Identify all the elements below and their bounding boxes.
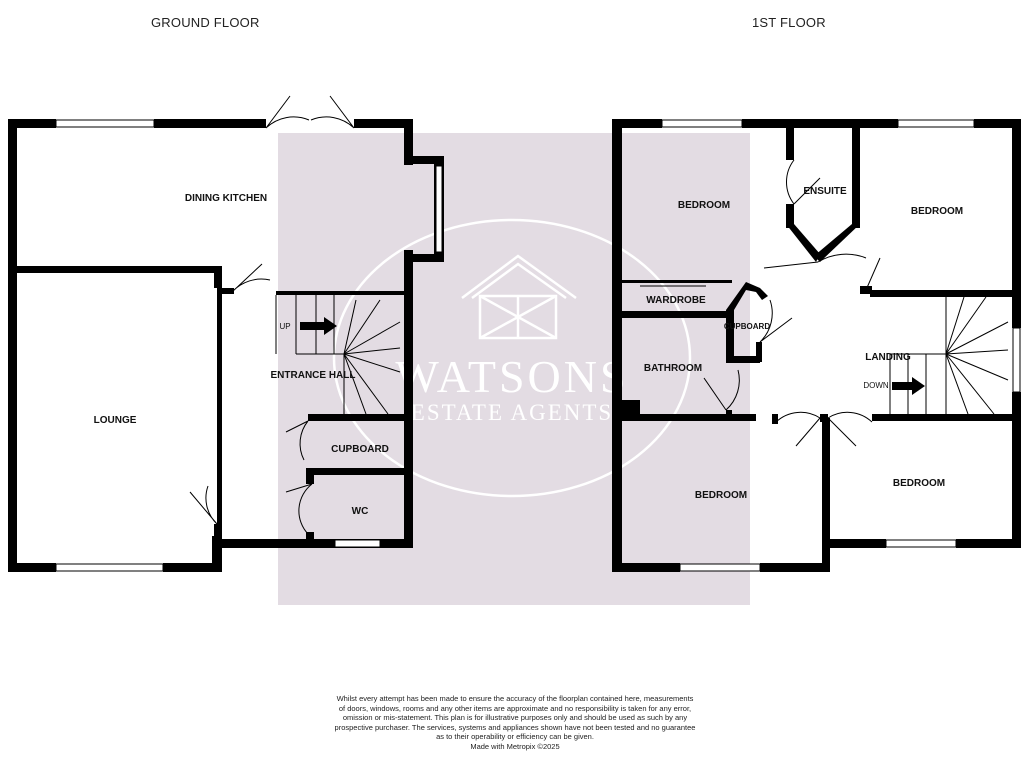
disclaimer: Whilst every attempt has been made to en… bbox=[300, 694, 730, 752]
room-label-wc: WC bbox=[352, 506, 369, 517]
room-label-entrance-hall: ENTRANCE HALL bbox=[271, 370, 356, 381]
cupboard-walls bbox=[726, 282, 793, 363]
door-swing bbox=[285, 420, 309, 461]
window bbox=[55, 563, 164, 572]
wall bbox=[612, 119, 662, 128]
wall bbox=[306, 470, 314, 484]
wall bbox=[154, 119, 266, 128]
ground-floor-title: GROUND FLOOR bbox=[151, 15, 260, 30]
disclaimer-line: Made with Metropix ©2025 bbox=[470, 741, 560, 751]
ground-floor-plan: DINING KITCHEN LOUNGE ENTRANCE HALL CUPB… bbox=[8, 95, 444, 572]
wall bbox=[956, 539, 1021, 548]
window bbox=[55, 119, 155, 128]
disclaimer-line: of doors, windows, rooms and any other i… bbox=[338, 703, 692, 713]
wall bbox=[306, 468, 413, 475]
room-label-bedroom-4: BEDROOM bbox=[893, 478, 945, 489]
room-label-ensuite: ENSUITE bbox=[803, 186, 847, 197]
wall bbox=[212, 536, 222, 572]
room-label-bedroom-3: BEDROOM bbox=[695, 490, 747, 501]
wall bbox=[622, 280, 732, 283]
wall bbox=[222, 288, 234, 294]
room-label-bathroom: BATHROOM bbox=[644, 363, 702, 374]
disclaimer-line: prospective purchaser. The services, sys… bbox=[334, 722, 696, 732]
watermark: WATSONS ESTATE AGENTS bbox=[278, 133, 750, 605]
wall bbox=[772, 414, 778, 424]
disclaimer-line: Whilst every attempt has been made to en… bbox=[336, 694, 694, 703]
wall bbox=[404, 119, 413, 165]
door-swing bbox=[285, 483, 313, 535]
wall bbox=[8, 266, 220, 273]
wall bbox=[822, 539, 886, 548]
ensuite-walls bbox=[785, 128, 860, 262]
first-floor-plan: BEDROOM ENSUITE BEDROOM WARDROBE CUPBOAR… bbox=[612, 119, 1021, 572]
room-label-bedroom-1: BEDROOM bbox=[678, 200, 730, 211]
wall bbox=[822, 418, 830, 572]
wall bbox=[8, 563, 56, 572]
room-label-bedroom-2: BEDROOM bbox=[911, 206, 963, 217]
wall bbox=[214, 524, 222, 540]
wall bbox=[217, 273, 222, 525]
window bbox=[897, 119, 975, 128]
room-label-cupboard-first: CUPBOARD bbox=[724, 322, 770, 331]
arrow-down-icon bbox=[892, 377, 925, 395]
wall bbox=[760, 563, 830, 572]
wall bbox=[8, 119, 17, 572]
window bbox=[679, 563, 761, 572]
arrow-up-icon bbox=[300, 317, 337, 335]
watermark-ellipse bbox=[332, 218, 692, 498]
bay-window bbox=[404, 156, 444, 262]
wall bbox=[612, 563, 680, 572]
watermark-line-1: WATSONS bbox=[395, 351, 628, 402]
stairs-up-label: UP bbox=[279, 322, 290, 331]
room-label-dining-kitchen: DINING KITCHEN bbox=[185, 193, 267, 204]
wall bbox=[8, 119, 56, 128]
wall bbox=[308, 414, 413, 421]
window bbox=[334, 539, 381, 548]
wall bbox=[1012, 392, 1021, 548]
room-label-cupboard: CUPBOARD bbox=[331, 444, 389, 455]
wall bbox=[726, 410, 732, 420]
first-floor-title: 1ST FLOOR bbox=[752, 15, 826, 30]
wall bbox=[974, 119, 1021, 128]
watermark-panel bbox=[278, 133, 750, 605]
watermark-line-2: ESTATE AGENTS bbox=[411, 400, 613, 425]
room-label-landing: LANDING bbox=[865, 352, 911, 363]
stairs-down-label: DOWN bbox=[863, 381, 889, 390]
wall bbox=[742, 119, 898, 128]
wall bbox=[872, 414, 1012, 421]
wall bbox=[163, 563, 222, 572]
window bbox=[661, 119, 743, 128]
wall bbox=[1012, 119, 1021, 328]
staircase bbox=[275, 291, 406, 415]
door-swing bbox=[775, 411, 821, 447]
wall bbox=[870, 290, 1012, 297]
wall bbox=[220, 539, 413, 548]
door-swing bbox=[189, 485, 218, 525]
door-swing bbox=[763, 253, 867, 269]
wall bbox=[306, 532, 314, 542]
french-doors bbox=[265, 95, 355, 129]
door-swing bbox=[231, 263, 271, 293]
disclaimer-line: omission or mis-statement. This plan is … bbox=[342, 713, 688, 723]
room-label-lounge: LOUNGE bbox=[94, 415, 137, 426]
door-swing bbox=[703, 369, 740, 411]
wall bbox=[354, 119, 413, 128]
watermark-house-logo bbox=[461, 254, 577, 340]
window bbox=[885, 539, 957, 548]
room-label-wardrobe: WARDROBE bbox=[646, 295, 706, 306]
wall bbox=[622, 311, 728, 318]
door-swing bbox=[827, 411, 873, 447]
wall bbox=[612, 119, 622, 572]
window bbox=[1012, 327, 1021, 393]
door-swing bbox=[865, 257, 881, 291]
wall bbox=[404, 250, 413, 548]
wall bbox=[622, 414, 756, 421]
disclaimer-line: as to their operability or efficiency ca… bbox=[436, 732, 594, 742]
wall bbox=[820, 414, 828, 422]
